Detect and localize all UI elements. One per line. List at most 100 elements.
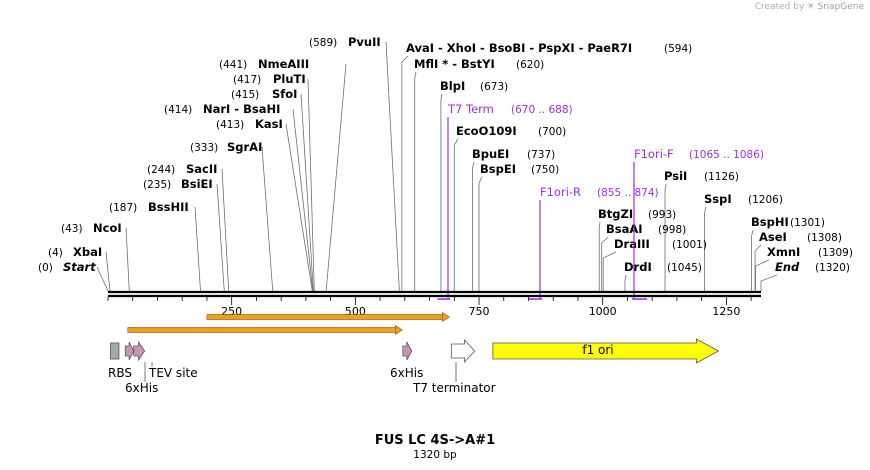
orf-arrowhead [395,324,403,336]
site-label-ncoi: NcoI [93,221,122,235]
site-position-xbai: (4) [48,247,63,259]
feature-label-f1-ori: f1 ori [582,343,613,357]
feature-t7-terminator-arrow [450,338,476,364]
site-position-nmeaiii: (441) [219,59,247,71]
site-label-bspei: BspEI [480,162,516,176]
site-leader-end [760,274,778,291]
orf-bar [206,314,444,320]
site-position-psii: (1126) [704,171,739,183]
site-position-start: (0) [38,262,53,274]
site-label-xmni: XmnI [767,245,800,259]
site-leader-sfoi [300,93,314,292]
orf-arrowhead [442,311,450,323]
site-label-pvuii: PvuII [348,35,381,49]
site-label-sgrai: SgrAI [227,140,262,154]
site-leader-xbai [105,251,111,292]
primer-annotations: T7 Term(670 .. 688)F1ori-R(855 .. 874)F1… [437,102,764,300]
site-leader-bpuei [472,161,475,291]
site-leader-bsiei [216,183,225,292]
site-leader-sspi [704,206,707,291]
site-leader-ncoi [125,227,130,292]
site-leader-nmeaiii [325,63,347,292]
site-label-xbai: XbaI [73,245,102,259]
site-label-sspi: SspI [704,192,732,206]
feature-6xhis-arrow [124,341,135,361]
site-leader-sacii [221,168,230,292]
site-leader-btgzi [598,221,601,291]
primer-label-f1ori-r: F1ori-R [540,185,581,199]
site-leader-drdi [624,274,627,291]
site-position-bspei: (750) [531,164,559,176]
credit-prefix: Created by [754,2,805,12]
feature-label-6xhis: 6xHis [390,366,423,380]
site-label-bsiei: BsiEI [181,177,213,191]
site-leader-start [96,266,109,292]
site-position-blpi: (673) [480,81,508,93]
site-label-kasi: KasI [255,117,283,131]
site-label-sacii: SacII [186,162,217,176]
site-label-btgzi: BtgZI [598,207,633,221]
feature-tev-site-arrow [133,340,146,362]
site-label-bsphi: BspHI [751,215,789,229]
site-label-nmeaiii: NmeAIII [258,57,309,71]
site-position-bsiei: (235) [143,179,171,191]
site-label-drdi: DrdI [624,260,652,274]
site-position-sfoi: (415) [231,89,259,101]
site-leader-kasi [285,123,313,292]
site-leader-bspei [478,176,483,291]
site-position-draiii: (1001) [672,239,707,251]
primer-range-f1ori-f: (1065 .. 1086) [689,149,764,161]
primer-range-t7-term: (670 .. 688) [511,104,573,116]
primer-label-f1ori-f: F1ori-F [634,147,674,161]
site-leader-lines [96,41,778,292]
site-label-blpi: BlpI [440,79,465,93]
feature-rbs-box [110,342,120,360]
site-label-psii: PsiI [664,169,687,183]
site-label-draiii: DraIII [614,237,650,251]
snapgene-credit: Created by ✳ SnapGene [755,2,864,12]
site-label-mfli-bstyi: MflI * - BstYI [414,57,495,71]
site-label-sfoi: SfoI [272,87,297,101]
feature-label-t7-terminator: T7 terminator [412,381,496,395]
site-leader-nari-bsahi [292,108,314,292]
site-leader-bsphi [751,229,754,291]
site-position-bsphi: (1301) [790,217,825,229]
feature-label-rbs: RBS [108,366,132,380]
map-title: FUS LC 4S->A#1 [375,433,495,448]
map-length: 1320 bp [413,449,457,461]
feature-f1-ori-arrow [492,338,720,364]
site-label-end: End [775,260,800,274]
site-label-bpuei: BpuEI [472,147,509,161]
site-position-ncoi: (43) [61,223,83,235]
site-position-nari-bsahi: (414) [164,104,192,116]
site-position-bsaai: (998) [658,224,686,236]
site-position-mfli-bstyi: (620) [516,59,544,71]
site-position-ecoo109i: (700) [538,126,566,138]
site-position-sgrai: (333) [190,142,218,154]
site-leader-xmni [755,259,770,291]
site-position-btgzi: (993) [648,209,676,221]
ruler-label-750: 750 [469,305,490,318]
ruler-label-1000: 1000 [589,305,617,318]
site-position-pluti: (417) [233,74,261,86]
site-position-bsshii: (187) [109,202,137,214]
site-label-pluti: PluTI [273,72,306,86]
site-label-ecoo109i: EcoO109I [456,124,517,138]
primer-range-f1ori-r: (855 .. 874) [597,187,659,199]
site-leader-mfli-bstyi [414,71,417,291]
feature-label-6xhis: 6xHis [125,381,158,395]
site-leader-pluti [307,78,315,292]
site-label-bsshii: BssHII [148,200,189,214]
snapgene-logo-icon: ✳ [807,2,815,12]
orf-tracks [127,311,450,336]
site-position-sspi: (1206) [748,194,783,206]
site-leader-psii [664,183,667,291]
site-leader-draiii [602,251,617,291]
site-label-asei: AseI [759,230,787,244]
site-leader-blpi [440,93,443,291]
site-leader-bsaai [601,236,609,291]
site-label-bsaai: BsaAI [606,222,643,236]
site-leader-ecoo109i [453,138,459,291]
